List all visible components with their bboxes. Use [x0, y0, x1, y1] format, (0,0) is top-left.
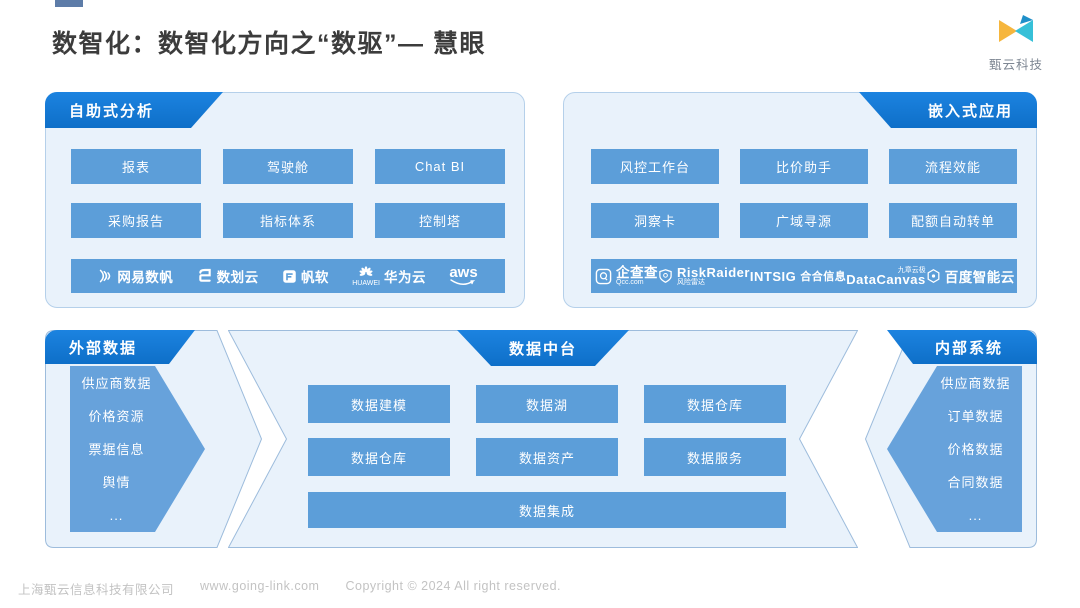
button-data-warehouse-2: 数据仓库 — [308, 438, 450, 476]
logo-aws: aws — [449, 263, 478, 286]
logo-text: 帆软 — [300, 270, 329, 285]
page-title: 数智化：数智化方向之“数驱”— 慧眼 — [52, 30, 486, 58]
footer-company: 上海甄云信息科技有限公司 — [18, 583, 175, 597]
logo-text: DataCanvas — [846, 271, 926, 287]
tab-embedded-apps: 嵌入式应用 — [859, 92, 1037, 128]
logo-text: 数划云 — [216, 270, 259, 285]
logo-subtext: 风险雷达 — [677, 279, 705, 286]
list-item: 价格数据 — [947, 441, 1004, 457]
logo-datacanvas: 九章云极 DataCanvas — [846, 267, 925, 286]
internal-systems-list: 供应商数据 订单数据 价格数据 合同数据 ... — [887, 366, 1022, 532]
qcc-square-icon — [595, 268, 612, 285]
logo-fanruan: 帆软 — [282, 266, 329, 286]
button-price-compare: 比价助手 — [740, 149, 868, 184]
deco-bar — [55, 0, 83, 7]
tab-internal-systems: 内部系统 — [887, 330, 1037, 364]
huawei-flower-icon: HUAWEI — [352, 265, 380, 287]
brand-name: 甄云科技 — [988, 58, 1043, 72]
button-data-modeling: 数据建模 — [308, 385, 450, 423]
button-insight-card: 洞察卡 — [591, 203, 719, 238]
self-service-buttons: 报表 驾驶舱 Chat BI 采购报告 指标体系 控制塔 — [71, 149, 505, 238]
logo-intsig: INTSIG 合合信息 — [750, 268, 846, 284]
brand-logo: 甄云科技 — [978, 14, 1054, 73]
data-integration-bar: 数据集成 — [308, 492, 786, 528]
logo-baidu-ai-cloud: 百度智能云 — [926, 266, 1015, 286]
logo-text: 华为云 — [384, 270, 426, 285]
panel-data-middle-platform: 数据中台 数据建模 数据湖 数据仓库 数据仓库 数据资产 数据服务 数据集成 — [228, 330, 858, 548]
embedded-apps-logo-bar: 企查查 Qcc.com RiskRaider 风险雷达 INTSIG 合合信息 — [591, 259, 1017, 293]
fanruan-square-icon — [282, 269, 297, 284]
button-cockpit: 驾驶舱 — [223, 149, 353, 184]
logo-text: RiskRaider — [677, 265, 750, 280]
data-platform-buttons: 数据建模 数据湖 数据仓库 数据仓库 数据资产 数据服务 — [308, 385, 786, 476]
button-quota-auto-transfer: 配额自动转单 — [889, 203, 1017, 238]
hexagon-cloud-icon — [926, 268, 941, 284]
button-data-assets: 数据资产 — [476, 438, 618, 476]
logo-text: 百度智能云 — [944, 270, 1015, 285]
tab-label: 内部系统 — [934, 339, 1003, 357]
tab-label: 数据中台 — [508, 340, 577, 358]
list-item: 订单数据 — [947, 408, 1004, 424]
logo-huawei-cloud: HUAWEI 华为云 — [352, 265, 426, 287]
logo-text: aws — [449, 263, 478, 281]
tab-data-middle-platform: 数据中台 — [457, 330, 629, 366]
button-chat-bi: Chat BI — [375, 149, 505, 184]
logo-qichacha: 企查查 Qcc.com — [595, 266, 658, 286]
tab-label: 自助式分析 — [69, 102, 155, 120]
button-data-warehouse: 数据仓库 — [644, 385, 786, 423]
shield-icon — [658, 268, 673, 284]
button-data-lake: 数据湖 — [476, 385, 618, 423]
button-wide-sourcing: 广域寻源 — [740, 203, 868, 238]
logo-netease-shufan: 网易数帆 — [98, 266, 173, 286]
tab-external-data: 外部数据 — [45, 330, 195, 364]
button-procurement-report: 采购报告 — [71, 203, 201, 238]
button-control-tower: 控制塔 — [375, 203, 505, 238]
digit-2-icon — [197, 268, 213, 284]
tab-label: 外部数据 — [69, 339, 138, 357]
button-risk-workbench: 风控工作台 — [591, 149, 719, 184]
logo-subtext: 合合信息 — [800, 271, 847, 283]
tab-label: 嵌入式应用 — [927, 102, 1013, 120]
list-item: 舆情 — [102, 474, 131, 490]
list-item: 供应商数据 — [81, 375, 152, 391]
logo-riskraider: RiskRaider 风险雷达 — [658, 266, 750, 286]
list-item: ... — [109, 507, 124, 523]
footer: 上海甄云信息科技有限公司 www.going-link.com Copyrigh… — [18, 579, 561, 598]
button-report: 报表 — [71, 149, 201, 184]
logo-subtext: HUAWEI — [352, 279, 380, 287]
logo-text: INTSIG — [749, 268, 797, 284]
logo-text: 网易数帆 — [117, 270, 174, 285]
logo-text: 企查查 — [616, 265, 658, 280]
netease-sail-icon — [98, 268, 113, 284]
list-item: 合同数据 — [947, 474, 1004, 490]
logo-subtext: Qcc.com — [616, 279, 644, 286]
button-process-efficiency: 流程效能 — [889, 149, 1017, 184]
list-item: ... — [968, 507, 983, 523]
panel-self-service-analysis: 自助式分析 报表 驾驶舱 Chat BI 采购报告 指标体系 控制塔 网易数帆 … — [45, 92, 525, 308]
button-indicator-system: 指标体系 — [223, 203, 353, 238]
self-service-logo-bar: 网易数帆 数划云 帆软 — [71, 259, 505, 293]
aws-smile-icon — [450, 278, 476, 285]
tab-self-service-analysis: 自助式分析 — [45, 92, 223, 128]
brand-mark-icon — [999, 15, 1033, 42]
list-item: 价格资源 — [88, 408, 145, 424]
embedded-apps-buttons: 风控工作台 比价助手 流程效能 洞察卡 广域寻源 配额自动转单 — [591, 149, 1017, 238]
list-item: 票据信息 — [88, 441, 145, 457]
external-data-list: 供应商数据 价格资源 票据信息 舆情 ... — [70, 366, 205, 532]
button-data-services: 数据服务 — [644, 438, 786, 476]
logo-subtext: 九章云极 — [897, 266, 926, 274]
footer-website: www.going-link.com — [200, 579, 320, 593]
footer-copyright: Copyright © 2024 All right reserved. — [345, 579, 561, 593]
list-item: 供应商数据 — [940, 375, 1011, 391]
logo-shuhuayun: 数划云 — [197, 266, 259, 286]
panel-embedded-apps: 嵌入式应用 风控工作台 比价助手 流程效能 洞察卡 广域寻源 配额自动转单 企查… — [563, 92, 1037, 308]
